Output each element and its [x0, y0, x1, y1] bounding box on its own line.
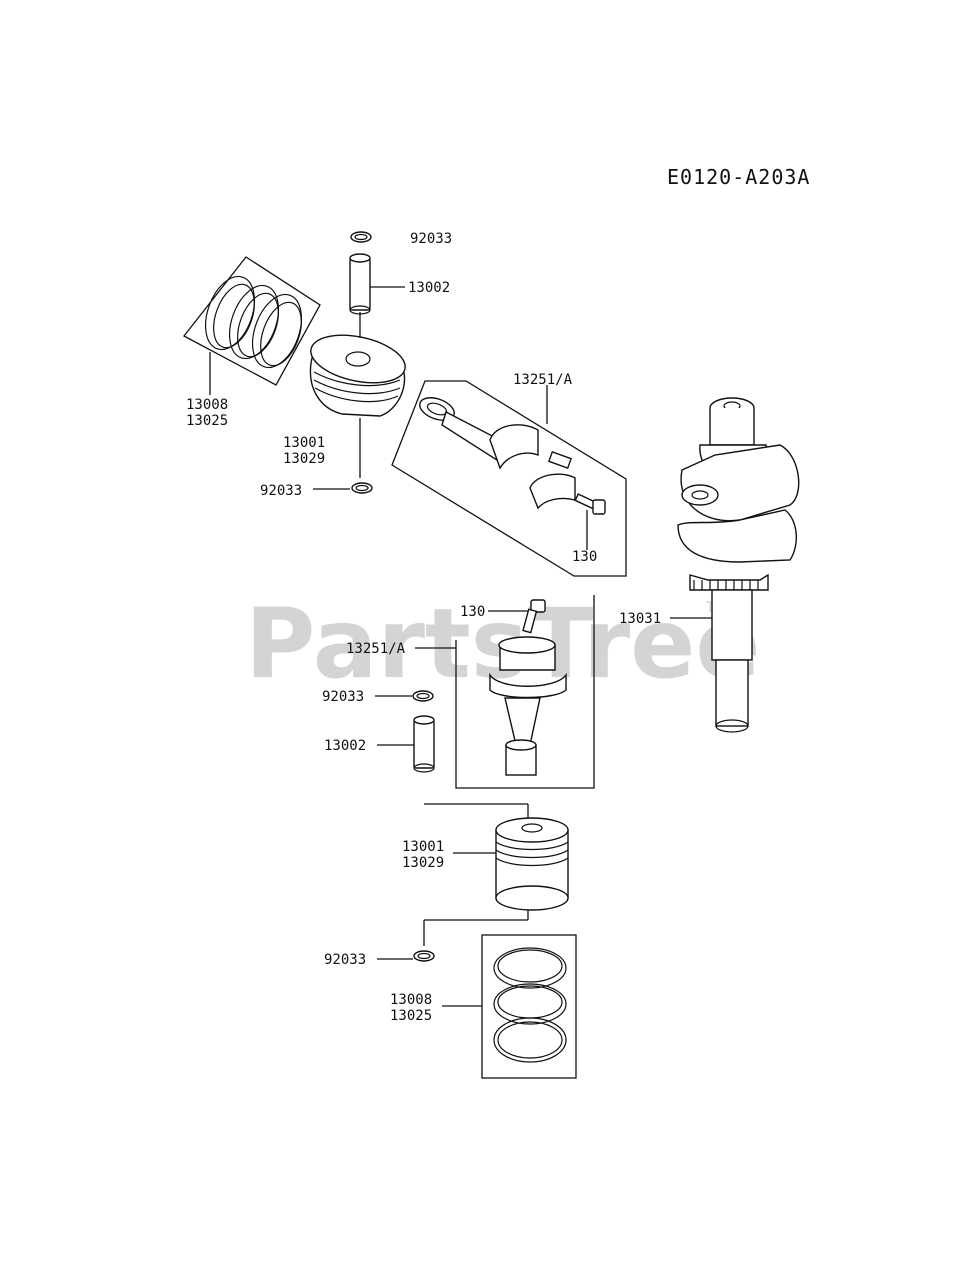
label-snap-ring-bottom-b[interactable]: 92033 — [324, 952, 366, 968]
snap-ring-top[interactable] — [350, 231, 372, 243]
label-crankshaft[interactable]: 13031 — [619, 611, 661, 627]
label-piston-bottom-b[interactable]: 13029 — [402, 855, 444, 871]
snap-ring-bottom-b[interactable] — [413, 950, 435, 962]
label-rings-top-a[interactable]: 13008 — [186, 397, 228, 413]
bolt-bottom[interactable] — [522, 599, 546, 634]
crankshaft[interactable] — [677, 397, 800, 733]
bolt-top[interactable] — [574, 493, 606, 515]
label-pin-top[interactable]: 13002 — [408, 280, 450, 296]
label-rings-bottom-b[interactable]: 13025 — [390, 1008, 432, 1024]
connecting-rod-bottom[interactable] — [489, 636, 567, 776]
label-rings-bottom-a[interactable]: 13008 — [390, 992, 432, 1008]
label-rod-bottom[interactable]: 13251/A — [346, 641, 406, 657]
piston-rings-top[interactable] — [183, 256, 321, 386]
snap-ring-bottom-a[interactable] — [412, 690, 434, 702]
label-piston-top-b[interactable]: 13029 — [283, 451, 325, 467]
label-rings-top-b[interactable]: 13025 — [186, 413, 228, 429]
piston-bottom[interactable] — [495, 817, 569, 911]
label-bolt-bottom[interactable]: 130 — [460, 604, 485, 620]
rod-group-box-bottom — [455, 595, 595, 789]
piston-top[interactable] — [306, 328, 409, 417]
label-rod-top[interactable]: 13251/A — [513, 372, 573, 388]
label-snap-ring-bottom-a[interactable]: 92033 — [322, 689, 364, 705]
piston-pin-top[interactable] — [349, 253, 371, 315]
label-piston-bottom-a[interactable]: 13001 — [402, 839, 444, 855]
label-snap-ring-mid[interactable]: 92033 — [260, 483, 302, 499]
label-snap-ring-top[interactable]: 92033 — [410, 231, 452, 247]
label-piston-top-a[interactable]: 13001 — [283, 435, 325, 451]
connecting-rod-top[interactable] — [417, 393, 576, 510]
snap-ring-mid[interactable] — [351, 482, 373, 494]
piston-rings-bottom[interactable] — [481, 934, 577, 1079]
rod-group-box-top — [391, 380, 627, 577]
label-pin-bottom[interactable]: 13002 — [324, 738, 366, 754]
piston-pin-bottom[interactable] — [413, 715, 435, 773]
label-bolt-top[interactable]: 130 — [572, 549, 597, 565]
diagram-code: E0120-A203A — [667, 165, 810, 189]
